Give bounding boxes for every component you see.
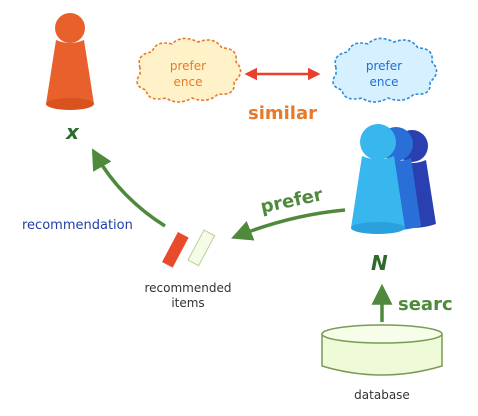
database-cylinder bbox=[321, 324, 443, 376]
search-label: searc bbox=[398, 294, 453, 315]
similar-label: similar bbox=[248, 103, 317, 124]
preference-cloud-left: prefer ence bbox=[136, 37, 242, 103]
preference-right-line2: ence bbox=[370, 75, 399, 89]
prefer-arrow bbox=[231, 208, 346, 241]
recommendation-label: recommendation bbox=[22, 218, 133, 233]
preference-left-line2: ence bbox=[174, 75, 203, 89]
preference-left-line1: prefer bbox=[170, 59, 206, 73]
user-group-n-figure bbox=[351, 124, 436, 234]
user-x-figure bbox=[46, 13, 94, 110]
recommended-items-line2: items bbox=[171, 296, 204, 310]
preference-right-line1: prefer bbox=[366, 59, 402, 73]
recommended-items-icon bbox=[162, 229, 216, 268]
database-label: database bbox=[354, 388, 410, 402]
recommended-items-line1: recommended bbox=[145, 281, 232, 295]
user-x-label: x bbox=[65, 120, 80, 144]
recommendation-arrow bbox=[91, 148, 166, 228]
user-group-n-label: N bbox=[371, 251, 388, 275]
preference-cloud-right: prefer ence bbox=[332, 37, 438, 103]
